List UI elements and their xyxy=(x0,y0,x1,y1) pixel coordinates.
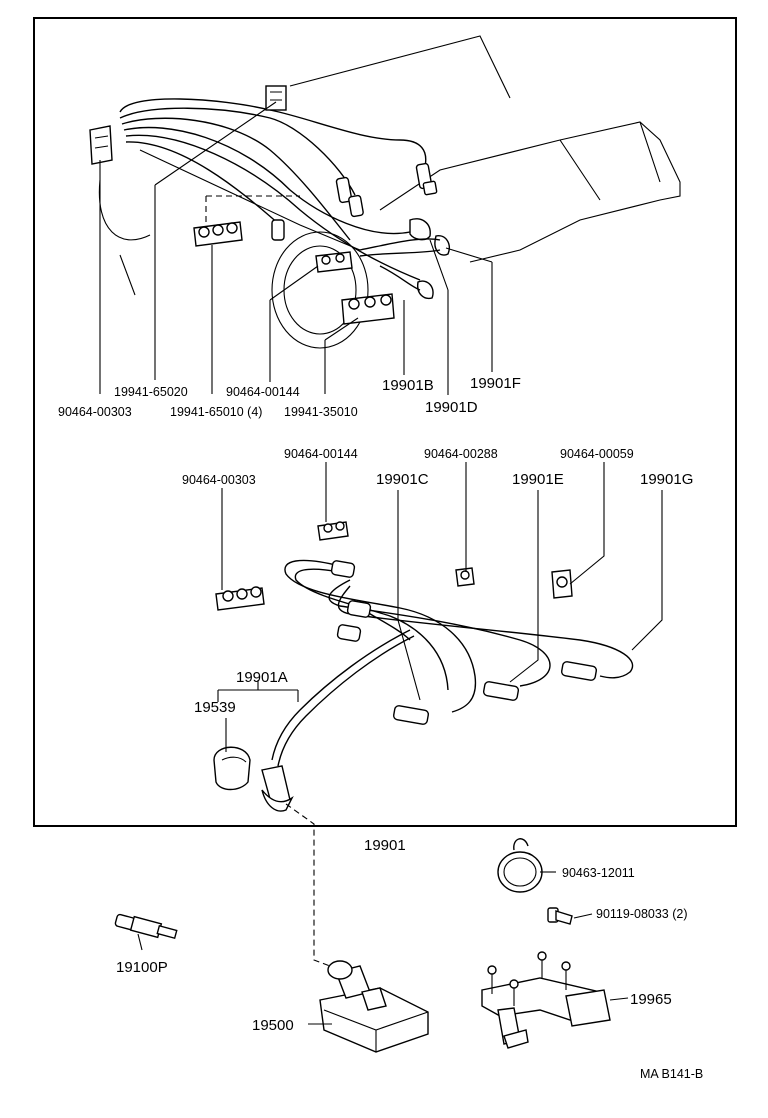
label-19901A: 19901A xyxy=(236,669,288,686)
mid-wire-set xyxy=(261,559,634,812)
upper-wire-harness xyxy=(119,98,450,300)
label-19901: 19901 xyxy=(364,837,406,854)
label-90464-00059: 90464-00059 xyxy=(560,447,634,461)
upper-leader-lines xyxy=(99,101,493,395)
part-19500-ignition-coil xyxy=(308,960,429,1053)
part-90119-08033-bolt xyxy=(547,907,593,925)
label-19901F: 19901F xyxy=(470,375,521,392)
label-90464-00144-mid: 90464-00144 xyxy=(284,447,358,461)
label-19941-35010: 19941-35010 xyxy=(284,405,358,419)
coil-connection-dashed-line xyxy=(285,803,331,967)
label-90119-08033: 90119-08033 (2) xyxy=(596,907,688,921)
part-19965-bracket xyxy=(481,951,629,1049)
label-19941-65010: 19941-65010 (4) xyxy=(170,405,262,419)
label-19901E: 19901E xyxy=(512,471,564,488)
label-19901C: 19901C xyxy=(376,471,429,488)
label-90464-00144-top: 90464-00144 xyxy=(226,385,300,399)
diagram-code: MA B141-B xyxy=(640,1067,703,1081)
assembly-frame xyxy=(33,17,737,827)
label-90464-00288: 90464-00288 xyxy=(424,447,498,461)
part-19100P-spark-plug xyxy=(114,913,178,951)
label-19500: 19500 xyxy=(252,1017,294,1034)
part-90463-12011-band xyxy=(497,838,556,893)
mid-leader-lines xyxy=(217,462,663,752)
label-19901G: 19901G xyxy=(640,471,693,488)
label-19965: 19965 xyxy=(630,991,672,1008)
mid-clamps xyxy=(215,521,573,611)
label-19539: 19539 xyxy=(194,699,236,716)
label-90464-00303-top: 90464-00303 xyxy=(58,405,132,419)
label-90463-12011: 90463-12011 xyxy=(562,866,635,880)
label-90464-00303-mid: 90464-00303 xyxy=(182,473,256,487)
label-19100P: 19100P xyxy=(116,959,168,976)
label-19941-65020: 19941-65020 xyxy=(114,385,188,399)
label-19901D: 19901D xyxy=(425,399,478,416)
part-19539-cap xyxy=(213,746,251,791)
upper-clamps xyxy=(89,85,395,325)
label-19901B: 19901B xyxy=(382,377,434,394)
